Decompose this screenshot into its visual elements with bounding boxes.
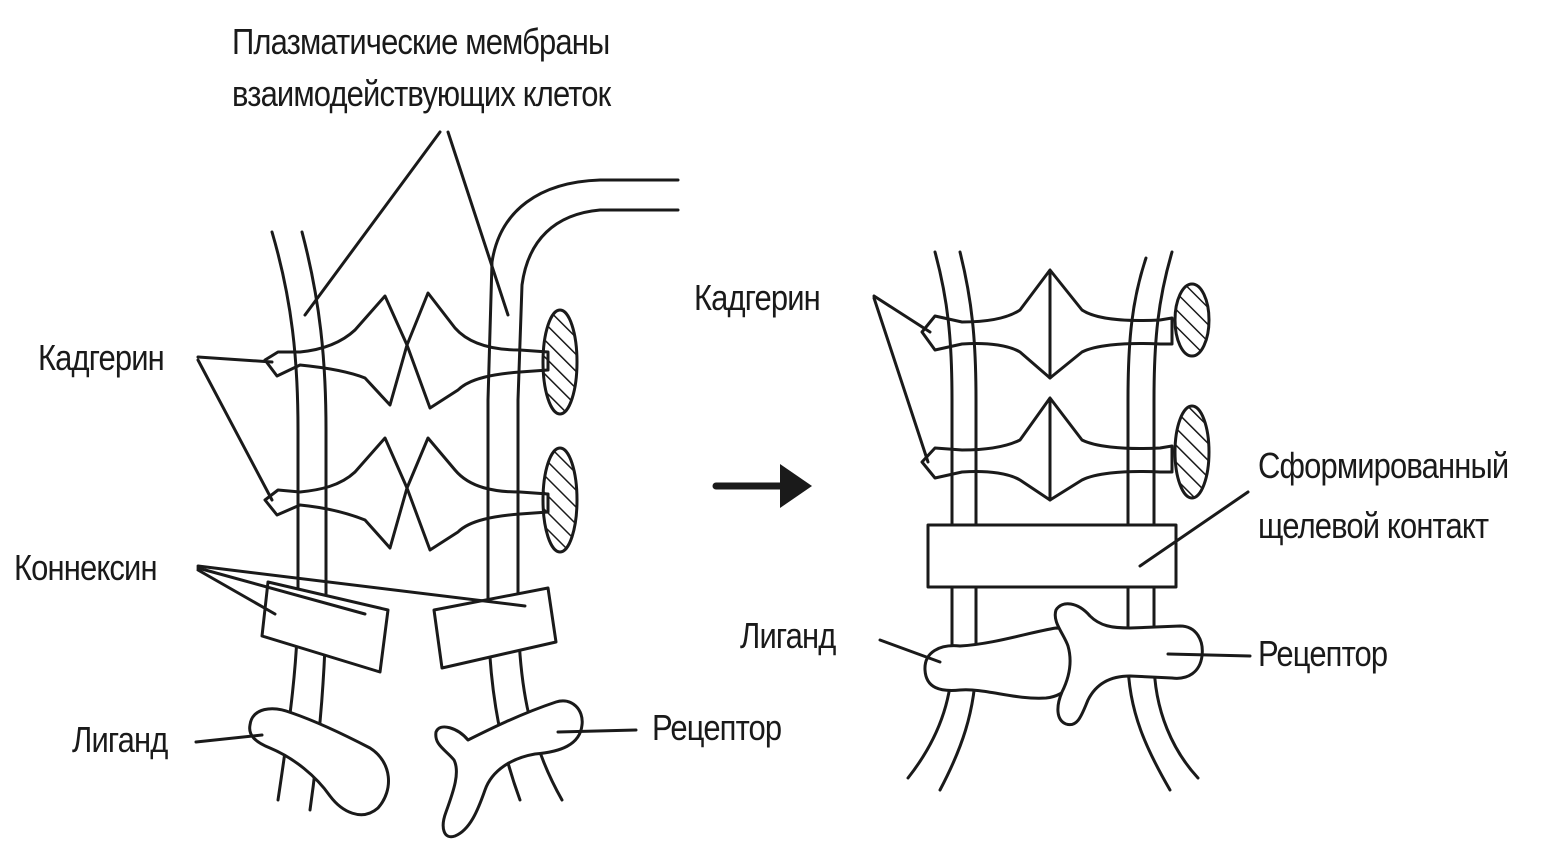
membranes-label-line2: взаимодействующих клеток — [232, 72, 610, 116]
leader-ligand-right — [880, 640, 940, 662]
receptor-knob-upper — [543, 310, 577, 414]
cadherin-label-left: Кадгерин — [38, 336, 164, 380]
leader-ligand-left — [196, 735, 262, 742]
gap-junction-block — [928, 525, 1176, 587]
cadherin-right-lower — [407, 438, 548, 550]
leader-cadherin-upper — [198, 357, 272, 362]
cadherin-left-upper — [265, 296, 407, 405]
connexin-right-block — [434, 588, 556, 668]
leader-cadherin-lower — [198, 360, 272, 500]
receptor-label-right: Рецептор — [1258, 632, 1387, 676]
leader-receptor-left — [558, 730, 636, 732]
ligand-label-left: Лиганд — [72, 718, 167, 762]
merged-cadherin-lower — [922, 398, 1172, 500]
leader-connexin-right — [198, 566, 525, 606]
cadherin-right-upper — [407, 293, 548, 408]
cadherin-left-lower — [265, 438, 407, 548]
merged-ligand-shape — [925, 628, 1080, 698]
leader-cadherin-right-lower — [874, 298, 928, 462]
merged-knob-lower — [1175, 406, 1209, 498]
ligand-label-right: Лиганд — [740, 614, 835, 658]
leader-connexin-left — [198, 570, 275, 614]
gap-junction-label-line2: щелевой контакт — [1258, 504, 1488, 548]
ligand-left-shape — [250, 709, 389, 815]
leader-membranes-right — [448, 132, 508, 315]
merged-cadherin-upper — [922, 270, 1172, 378]
connexin-label: Коннексин — [14, 546, 157, 590]
leader-receptor-right — [1168, 654, 1250, 656]
leader-membranes-left — [305, 132, 440, 315]
receptor-knob-lower — [543, 448, 577, 552]
merged-knob-upper — [1175, 284, 1209, 356]
cadherin-label-right: Кадгерин — [694, 276, 820, 320]
membranes-label-line1: Плазматические мембраны — [232, 20, 609, 64]
gap-junction-label-line1: Сформированный — [1258, 444, 1508, 488]
transition-arrow-head — [780, 464, 812, 508]
receptor-label-left: Рецептор — [652, 706, 781, 750]
